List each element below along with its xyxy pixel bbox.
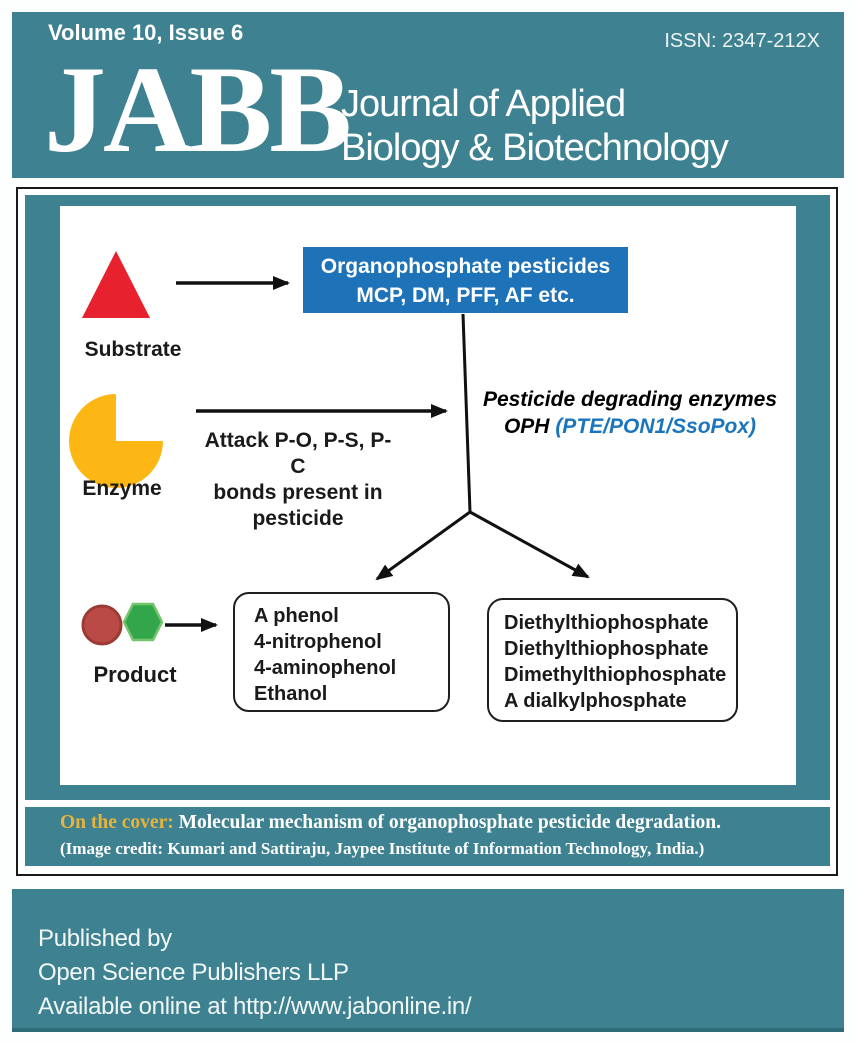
phosphate-products-box: Diethylthiophosphate Diethylthiophosphat… bbox=[487, 598, 738, 722]
arrow-branch-right bbox=[469, 510, 590, 579]
arrow-branch-left bbox=[375, 510, 471, 581]
product-hexagon-icon bbox=[122, 602, 164, 642]
connector-vertical-line bbox=[461, 313, 472, 513]
footer-band bbox=[12, 889, 844, 1032]
enzyme-label: Enzyme bbox=[82, 477, 162, 500]
pesticide-box-line1: Organophosphate pesticides bbox=[320, 255, 611, 278]
substrate-label: Substrate bbox=[84, 338, 182, 361]
right-box-line1: Diethylthiophosphate bbox=[504, 612, 709, 634]
attack-bonds-text: Attack P-O, P-S, P-C bonds present in pe… bbox=[200, 428, 396, 532]
right-box-line4: A dialkylphosphate bbox=[504, 690, 687, 712]
journal-url: Available online at http://www.jabonline… bbox=[38, 993, 472, 1020]
publisher-info: Published by Open Science Publishers LLP… bbox=[38, 922, 472, 1024]
journal-logo: JABB bbox=[44, 41, 352, 178]
publisher-name: Open Science Publishers LLP bbox=[38, 959, 349, 986]
journal-name-line1: Journal of Applied bbox=[341, 83, 626, 125]
left-box-line1: A phenol bbox=[254, 605, 339, 627]
issn: ISSN: 2347-212X bbox=[664, 30, 820, 52]
organophosphate-pesticides-box: Organophosphate pesticides MCP, DM, PFF,… bbox=[303, 247, 628, 313]
attack-line3: pesticide bbox=[252, 507, 344, 530]
image-credit: (Image credit: Kumari and Sattiraju, Jay… bbox=[60, 839, 705, 858]
header-band: Volume 10, Issue 6 ISSN: 2347-212X JABB … bbox=[12, 12, 844, 178]
left-box-line4: Ethanol bbox=[254, 683, 328, 705]
enzyme-pacman-icon bbox=[69, 394, 163, 488]
caption-prefix: On the cover: bbox=[60, 812, 174, 833]
right-box-line2: Diethylthiophosphate bbox=[504, 638, 709, 660]
attack-line1: Attack P-O, P-S, P-C bbox=[204, 429, 392, 478]
degrading-enzymes-text: Pesticide degrading enzymes OPH (PTE/PON… bbox=[462, 386, 798, 440]
cover-caption: On the cover: Molecular mechanism of org… bbox=[60, 812, 820, 834]
right-box-line3: Dimethylthiophosphate bbox=[504, 664, 727, 686]
enzymes-oph: OPH bbox=[503, 415, 550, 438]
substrate-triangle-icon bbox=[82, 251, 150, 318]
attack-line2: bonds present in bbox=[213, 481, 383, 504]
product-circle-icon bbox=[81, 604, 123, 646]
published-by: Published by bbox=[38, 925, 172, 952]
diagram-graphics bbox=[69, 251, 590, 646]
enzymes-pte-pon1-ssopox: (PTE/PON1/SsoPox) bbox=[555, 415, 757, 438]
journal-name-line2: Biology & Biotechnology bbox=[341, 127, 729, 169]
phenol-products-box: A phenol 4-nitrophenol 4-aminophenol Eth… bbox=[233, 592, 450, 712]
enzymes-line2: OPH (PTE/PON1/SsoPox) bbox=[462, 413, 798, 440]
left-box-line2: 4-nitrophenol bbox=[254, 631, 382, 653]
pesticide-box-line2: MCP, DM, PFF, AF etc. bbox=[356, 284, 575, 307]
enzymes-line1: Pesticide degrading enzymes bbox=[482, 388, 778, 411]
left-box-line3: 4-aminophenol bbox=[254, 657, 397, 679]
product-label: Product bbox=[93, 662, 177, 687]
volume-issue: Volume 10, Issue 6 bbox=[48, 20, 244, 45]
caption-text: Molecular mechanism of organophosphate p… bbox=[173, 812, 721, 833]
cover-caption-band bbox=[25, 807, 830, 866]
journal-name: Journal of Applied Biology & Biotechnolo… bbox=[341, 82, 729, 170]
